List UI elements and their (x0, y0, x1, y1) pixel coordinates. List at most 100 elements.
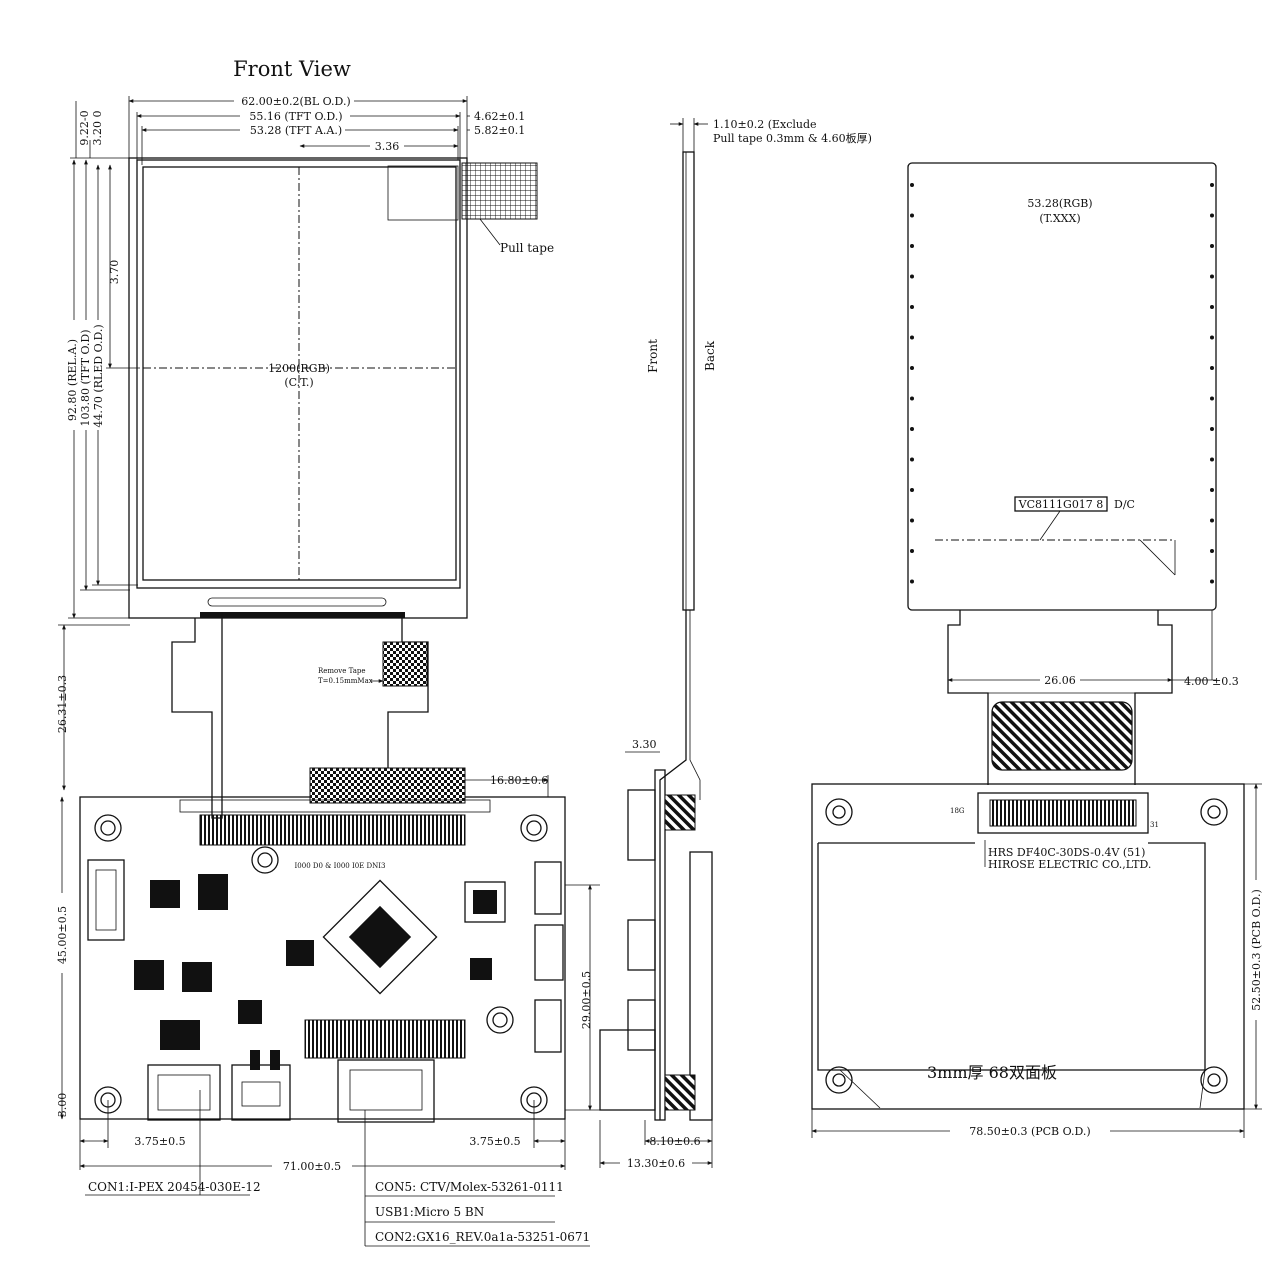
pin-31: 31 (1150, 821, 1159, 829)
dim-9-22: 9.22-0 (78, 110, 91, 145)
front-view: Front View 62.00±0.2(BL O.D.) 55.16 (TFT… (56, 57, 554, 819)
date-code-sticker (1014, 496, 1108, 512)
dim-3-75-right: 3.75±0.5 (469, 1135, 520, 1148)
edge-dot (910, 366, 914, 370)
fpc-left (171, 612, 223, 819)
side-view: 1.10±0.2 (Exclude Pull tape 0.3mm & 4.60… (599, 118, 872, 1170)
pull-tape-label: Pull tape (500, 241, 554, 255)
hirose-maker: HIROSE ELECTRIC CO.,LTD. (988, 858, 1151, 871)
back-label-txxx: (T.XXX) (1039, 212, 1080, 225)
hirose-pins (989, 799, 1137, 827)
edge-dot (910, 427, 914, 431)
dim-3-00: 3.00 (56, 1093, 69, 1118)
con5-housing (337, 1059, 435, 1123)
pcb-front-view: 16.80±0.6 I000 D0 & I000 I0E DNI3 (54, 767, 600, 1247)
edge-dot (910, 579, 914, 584)
pin-18g: 18G (950, 807, 965, 815)
side-front-label: Front (646, 339, 660, 373)
fpc-stiffener (309, 767, 466, 804)
main-chip (348, 905, 412, 969)
edge-dot (1210, 244, 1214, 248)
edge-dot (910, 335, 914, 340)
hirose-part-no: HRS DF40C-30DS-0.4V (51) (988, 846, 1145, 859)
silk-text: I000 D0 & I000 I0E DNI3 (295, 862, 386, 870)
dim-16-80: 16.80±0.6 (490, 774, 548, 787)
dim-78-50: 78.50±0.3 (PCB O.D.) (969, 1125, 1090, 1138)
center-label-ct: (C.T.) (284, 376, 313, 389)
dim-26-31: 26.31±0.3 (56, 675, 69, 733)
dim-8-10: 8.10±0.6 (649, 1135, 700, 1148)
dim-103-80: 103.80 (TFT O.D) (79, 329, 92, 426)
dim-tft-od: 55.16 (TFT O.D.) (249, 110, 342, 123)
back-fpc-right (1134, 610, 1173, 785)
edge-dot (910, 457, 914, 462)
secondary-chip (473, 890, 497, 914)
edge-dot (910, 213, 914, 218)
front-view-title: Front View (233, 57, 351, 81)
dim-3-36: 3.36 (375, 140, 400, 153)
left-header (87, 859, 125, 941)
dim-13-30: 13.30±0.6 (627, 1157, 685, 1170)
edge-dot (910, 274, 914, 279)
dim-4-00: 4.00 ±0.3 (1184, 675, 1239, 688)
pull-tape-grid (461, 162, 538, 220)
dim-4-62: 4.62±0.1 (474, 110, 525, 123)
edge-dot (910, 518, 914, 523)
back-pcb-inner (817, 842, 1206, 1071)
remove-tape-label: Remove Tape (318, 667, 366, 675)
dim-3-20: 3.20 0 (91, 111, 104, 146)
edge-dot (910, 396, 914, 401)
edge-dot (1210, 427, 1214, 431)
dim-92-80: 92.80 (REL.A.) (66, 339, 79, 421)
edge-dot (1210, 366, 1214, 370)
side-fpc (659, 610, 687, 1120)
back-panel (907, 162, 1217, 611)
dim-52-50: 52.50±0.3 (PCB O.D.) (1250, 889, 1263, 1010)
side-panel (682, 151, 695, 611)
dim-3-75-left: 3.75±0.5 (134, 1135, 185, 1148)
dim-29-00: 29.00±0.5 (580, 971, 593, 1029)
side-bottom-connector (599, 1029, 656, 1111)
usb1-label: USB1:Micro 5 BN (375, 1205, 484, 1219)
side-note-1: 1.10±0.2 (Exclude (713, 118, 817, 131)
edge-dot (1210, 457, 1214, 462)
back-label-rgb: 53.28(RGB) (1027, 197, 1092, 210)
edge-dot (1210, 274, 1214, 279)
board-note: 3mm厚 68双面板 (927, 1063, 1057, 1082)
edge-dot (1210, 305, 1214, 309)
tft-outline (136, 159, 461, 589)
con1-housing (147, 1064, 221, 1121)
edge-dot (1210, 183, 1214, 187)
dim-44-70: 44.70 (RLED O.D.) (92, 324, 105, 427)
remove-tape (382, 641, 428, 687)
con1-label: CON1:I-PEX 20454-030E-12 (88, 1180, 261, 1194)
side-back-label: Back (703, 340, 717, 371)
dim-bl-od: 62.00±0.2(BL O.D.) (241, 95, 350, 108)
panel-slot (207, 597, 387, 607)
con2-label: CON2:GX16_REV.0a1a-53251-0671 (375, 1230, 590, 1244)
back-fpc-stiffener (991, 701, 1133, 771)
edge-dot (1210, 213, 1214, 218)
con5-label: CON5: CTV/Molex-53261-0111 (375, 1180, 564, 1194)
dim-71-00: 71.00±0.5 (283, 1160, 341, 1173)
back-pcb-outline (811, 783, 1245, 1110)
main-chip-outline (322, 879, 438, 995)
edge-dot (910, 549, 914, 553)
remove-tape-thickness: T=0.15mmMax (318, 677, 373, 685)
edge-dot (1210, 335, 1214, 340)
edge-dot (910, 183, 914, 187)
sticker-text: VC8111G017 8 (1018, 498, 1104, 511)
edge-dot (1210, 396, 1214, 401)
fpc-bond (200, 612, 405, 618)
edge-dot (1210, 549, 1214, 553)
fpc-right (387, 618, 429, 770)
edge-dot (910, 305, 914, 309)
edge-dot (910, 244, 914, 248)
edge-dot (1210, 518, 1214, 523)
dim-3-30: 3.30 (632, 738, 657, 751)
dim-tft-aa: 53.28 (TFT A.A.) (250, 124, 342, 137)
edge-dot (1210, 579, 1214, 584)
dim-45-00: 45.00±0.5 (56, 906, 69, 964)
back-fpc-left (947, 610, 989, 785)
